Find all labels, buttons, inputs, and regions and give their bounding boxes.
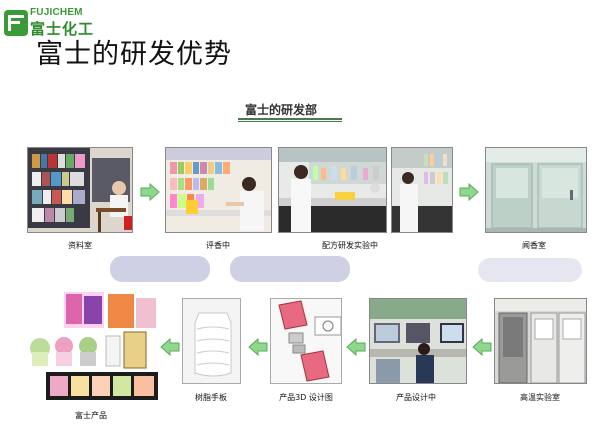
logo-name-cn: 富士化工	[30, 20, 95, 38]
fujichem-logo-icon	[4, 10, 28, 36]
caption-product-design: 产品设计中	[396, 393, 436, 402]
smelling-room-photo	[485, 147, 587, 233]
caption-3d-design: 产品3D 设计图	[279, 393, 333, 402]
product-design-photo	[369, 298, 467, 384]
arrow-left-icon	[248, 338, 268, 356]
high-temperature-lab-photo	[494, 298, 587, 384]
section-underline	[238, 118, 342, 120]
caption-fragrance-evaluation: 评香中	[206, 241, 230, 250]
decorative-shape	[110, 256, 210, 282]
section-title: 富士的研发部	[245, 103, 318, 117]
caption-resin-mockup: 树脂手板	[195, 393, 227, 402]
arrow-left-icon	[346, 338, 366, 356]
arrow-right-icon	[459, 183, 479, 201]
caption-high-temperature-lab: 高温实验室	[520, 393, 560, 402]
logo-name-en: FUJICHEM	[30, 7, 83, 18]
decorative-shape	[478, 258, 582, 282]
section-underline	[238, 121, 342, 122]
slide-title: 富士的研发优势	[36, 39, 232, 70]
fujichem-logo: FUJICHEM 富士化工	[2, 4, 102, 42]
formulation-lab-photo	[278, 147, 387, 233]
3d-design-drawing	[270, 298, 342, 384]
library-room-photo	[27, 147, 133, 233]
products-collage	[26, 288, 160, 404]
arrow-left-icon	[160, 338, 180, 356]
arrow-left-icon	[472, 338, 492, 356]
caption-library: 资料室	[68, 241, 92, 250]
resin-mockup-photo	[182, 298, 241, 384]
caption-smelling-room: 闻香室	[522, 241, 546, 250]
formulation-lab-photo-2	[391, 147, 453, 233]
arrow-right-icon	[140, 183, 160, 201]
fragrance-evaluation-photo	[165, 147, 272, 233]
caption-formulation-lab: 配方研发实验中	[322, 241, 378, 250]
decorative-shape	[230, 256, 350, 282]
caption-products: 富士产品	[75, 411, 107, 420]
